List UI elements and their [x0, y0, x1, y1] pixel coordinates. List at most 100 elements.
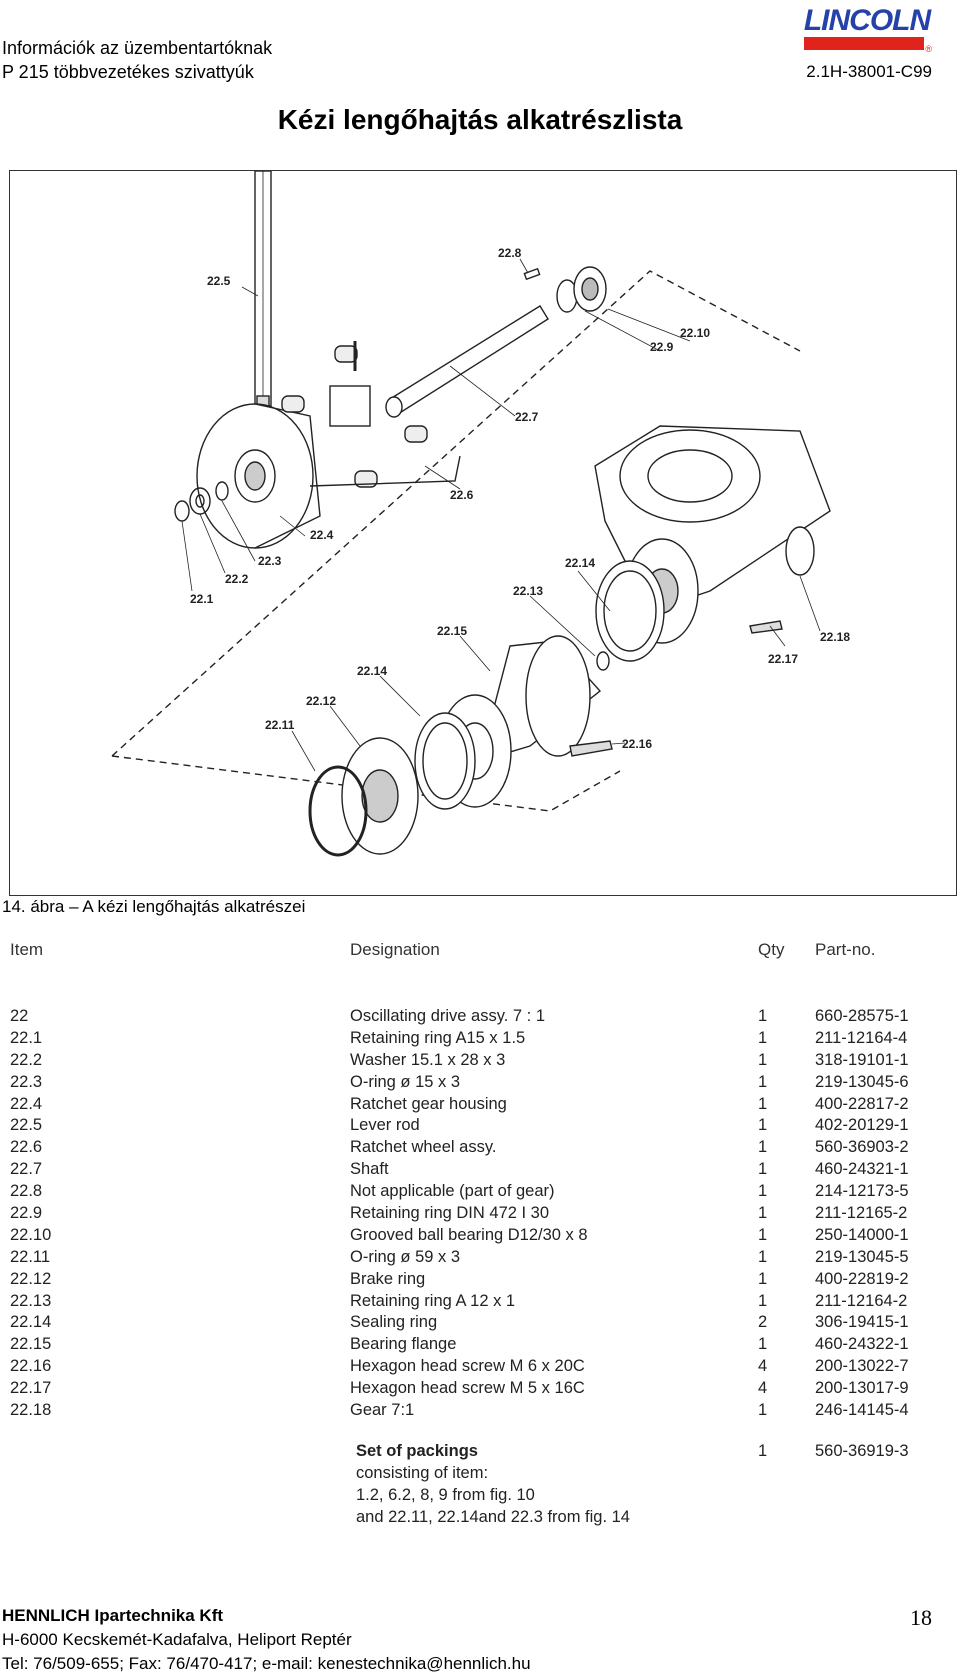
column-header-designation: Designation [350, 940, 440, 959]
cell-designation: Bearing flange [350, 1335, 457, 1354]
cell-item: 22.7 [10, 1160, 43, 1179]
label-22-16: 22.16 [622, 737, 652, 751]
cell-part-no: 211-12164-2 [815, 1291, 908, 1310]
cell-qty: 1 [758, 1247, 768, 1266]
page-title: Kézi lengőhajtás alkatrészlista [277, 104, 683, 135]
exploded-diagram-drawing: 22.5 22.8 22.10 22.9 22.7 22.6 22.4 22.3… [111, 171, 850, 857]
cell-item: 22.10 [10, 1225, 52, 1244]
cell-qty: 1 [758, 1401, 768, 1420]
packings-line-3: and 22.11, 22.14and 22.3 from fig. 14 [356, 1508, 630, 1526]
footer-company: HENNLICH Ipartechnika Kft [2, 1606, 224, 1625]
cell-designation: O-ring ø 15 x 3 [350, 1072, 461, 1091]
label-22-4: 22.4 [310, 528, 334, 542]
label-22-14-upper: 22.14 [565, 556, 595, 570]
cell-item: 22.4 [10, 1094, 43, 1113]
packings-qty: 1 [758, 1442, 768, 1460]
label-22-13: 22.13 [513, 584, 543, 598]
logo-bar [804, 37, 924, 50]
cell-designation: Hexagon head screw M 5 x 16C [350, 1379, 585, 1398]
table-row: 22.1 Retaining ring A15 x 1.5 1 211-12164-4 [0, 1029, 960, 1051]
footer: HENNLICH Ipartechnika Kft H-6000 Kecskem… [2, 1604, 531, 1676]
label-22-18: 22.18 [820, 630, 850, 644]
cell-item: 22.5 [10, 1116, 43, 1135]
cell-designation: Oscillating drive assy. 7 : 1 [350, 1007, 546, 1025]
cell-part-no: 211-12164-4 [815, 1028, 908, 1047]
cell-part-no: 560-36903-2 [815, 1138, 909, 1157]
footer-address: H-6000 Kecskemét-Kadafalva, Heliport Rep… [2, 1630, 352, 1649]
cell-qty: 1 [758, 1204, 768, 1223]
cell-part-no: 214-12173-5 [815, 1182, 909, 1201]
table-row: 22.5 Lever rod 1 402-20129-1 [0, 1116, 960, 1138]
logo-registered-mark: ® [925, 44, 932, 54]
header-line-1: Információk az üzembentartóknak [2, 38, 273, 58]
packings-title: Set of packings [356, 1442, 478, 1460]
cell-part-no: 246-14145-4 [815, 1401, 909, 1420]
cell-qty: 1 [758, 1116, 768, 1135]
label-22-12: 22.12 [306, 694, 336, 708]
cell-part-no: 318-19101-1 [815, 1050, 909, 1069]
cell-item: 22.12 [10, 1269, 52, 1288]
cell-designation: Not applicable (part of gear) [350, 1182, 555, 1201]
cell-part-no: 460-24321-1 [815, 1160, 909, 1179]
cell-part-no: 400-22817-2 [815, 1094, 909, 1113]
label-22-15: 22.15 [437, 624, 467, 638]
cell-item: 22.1 [10, 1028, 43, 1047]
cell-part-no: 211-12165-2 [815, 1204, 908, 1223]
column-header-part-no: Part-no. [815, 940, 876, 959]
cell-item: 22.3 [10, 1072, 43, 1091]
cell-part-no: 200-13017-9 [815, 1379, 909, 1398]
cell-designation: Ratchet gear housing [350, 1094, 507, 1113]
cell-part-no: 200-13022-7 [815, 1357, 909, 1376]
exploded-diagram: 22.5 22.8 22.10 22.9 22.7 22.6 22.4 22.3… [9, 170, 957, 896]
cell-qty: 1 [758, 1291, 768, 1310]
column-header-item: Item [10, 940, 44, 959]
label-22-5: 22.5 [207, 274, 231, 288]
page-number: 18 [910, 1605, 932, 1630]
lincoln-logo: LINCOLN ® [802, 4, 932, 56]
cell-part-no: 250-14000-1 [815, 1225, 909, 1244]
label-22-6: 22.6 [450, 488, 474, 502]
header-line-2: P 215 többvezetékes szivattyúk [2, 62, 254, 82]
logo-text: LINCOLN [803, 4, 931, 37]
cell-designation: Retaining ring A15 x 1.5 [350, 1028, 526, 1047]
cell-part-no: 402-20129-1 [815, 1116, 909, 1135]
header-left: Információk az üzembentartóknak P 215 tö… [2, 36, 272, 84]
cell-item: 22.14 [10, 1313, 52, 1332]
cell-item: 22.15 [10, 1335, 52, 1354]
table-row: 22.4 Ratchet gear housing 1 400-22817-2 [0, 1095, 960, 1117]
label-22-9: 22.9 [650, 340, 674, 354]
packings-part-no: 560-36919-3 [815, 1442, 909, 1460]
cell-item: 22.11 [10, 1247, 51, 1266]
cell-qty: 1 [758, 1138, 768, 1157]
footer-contact: Tel: 76/509-655; Fax: 76/470-417; e-mail… [2, 1654, 531, 1673]
cell-qty: 1 [758, 1028, 768, 1047]
cell-designation: Lever rod [350, 1116, 420, 1135]
cell-item: 22.13 [10, 1291, 52, 1310]
cell-qty: 1 [758, 1050, 768, 1069]
cell-item: 22 [10, 1007, 29, 1025]
cell-designation: Hexagon head screw M 6 x 20C [350, 1357, 585, 1376]
label-22-14-lower: 22.14 [357, 664, 387, 678]
cell-part-no: 400-22819-2 [815, 1269, 909, 1288]
cell-qty: 1 [758, 1094, 768, 1113]
label-22-1: 22.1 [190, 592, 214, 606]
cell-qty: 4 [758, 1379, 768, 1398]
cell-part-no: 219-13045-5 [815, 1247, 909, 1266]
cell-part-no: 306-19415-1 [815, 1313, 909, 1332]
cell-designation: Shaft [350, 1160, 389, 1179]
cell-item: 22.18 [10, 1401, 52, 1420]
label-22-17: 22.17 [768, 652, 798, 666]
